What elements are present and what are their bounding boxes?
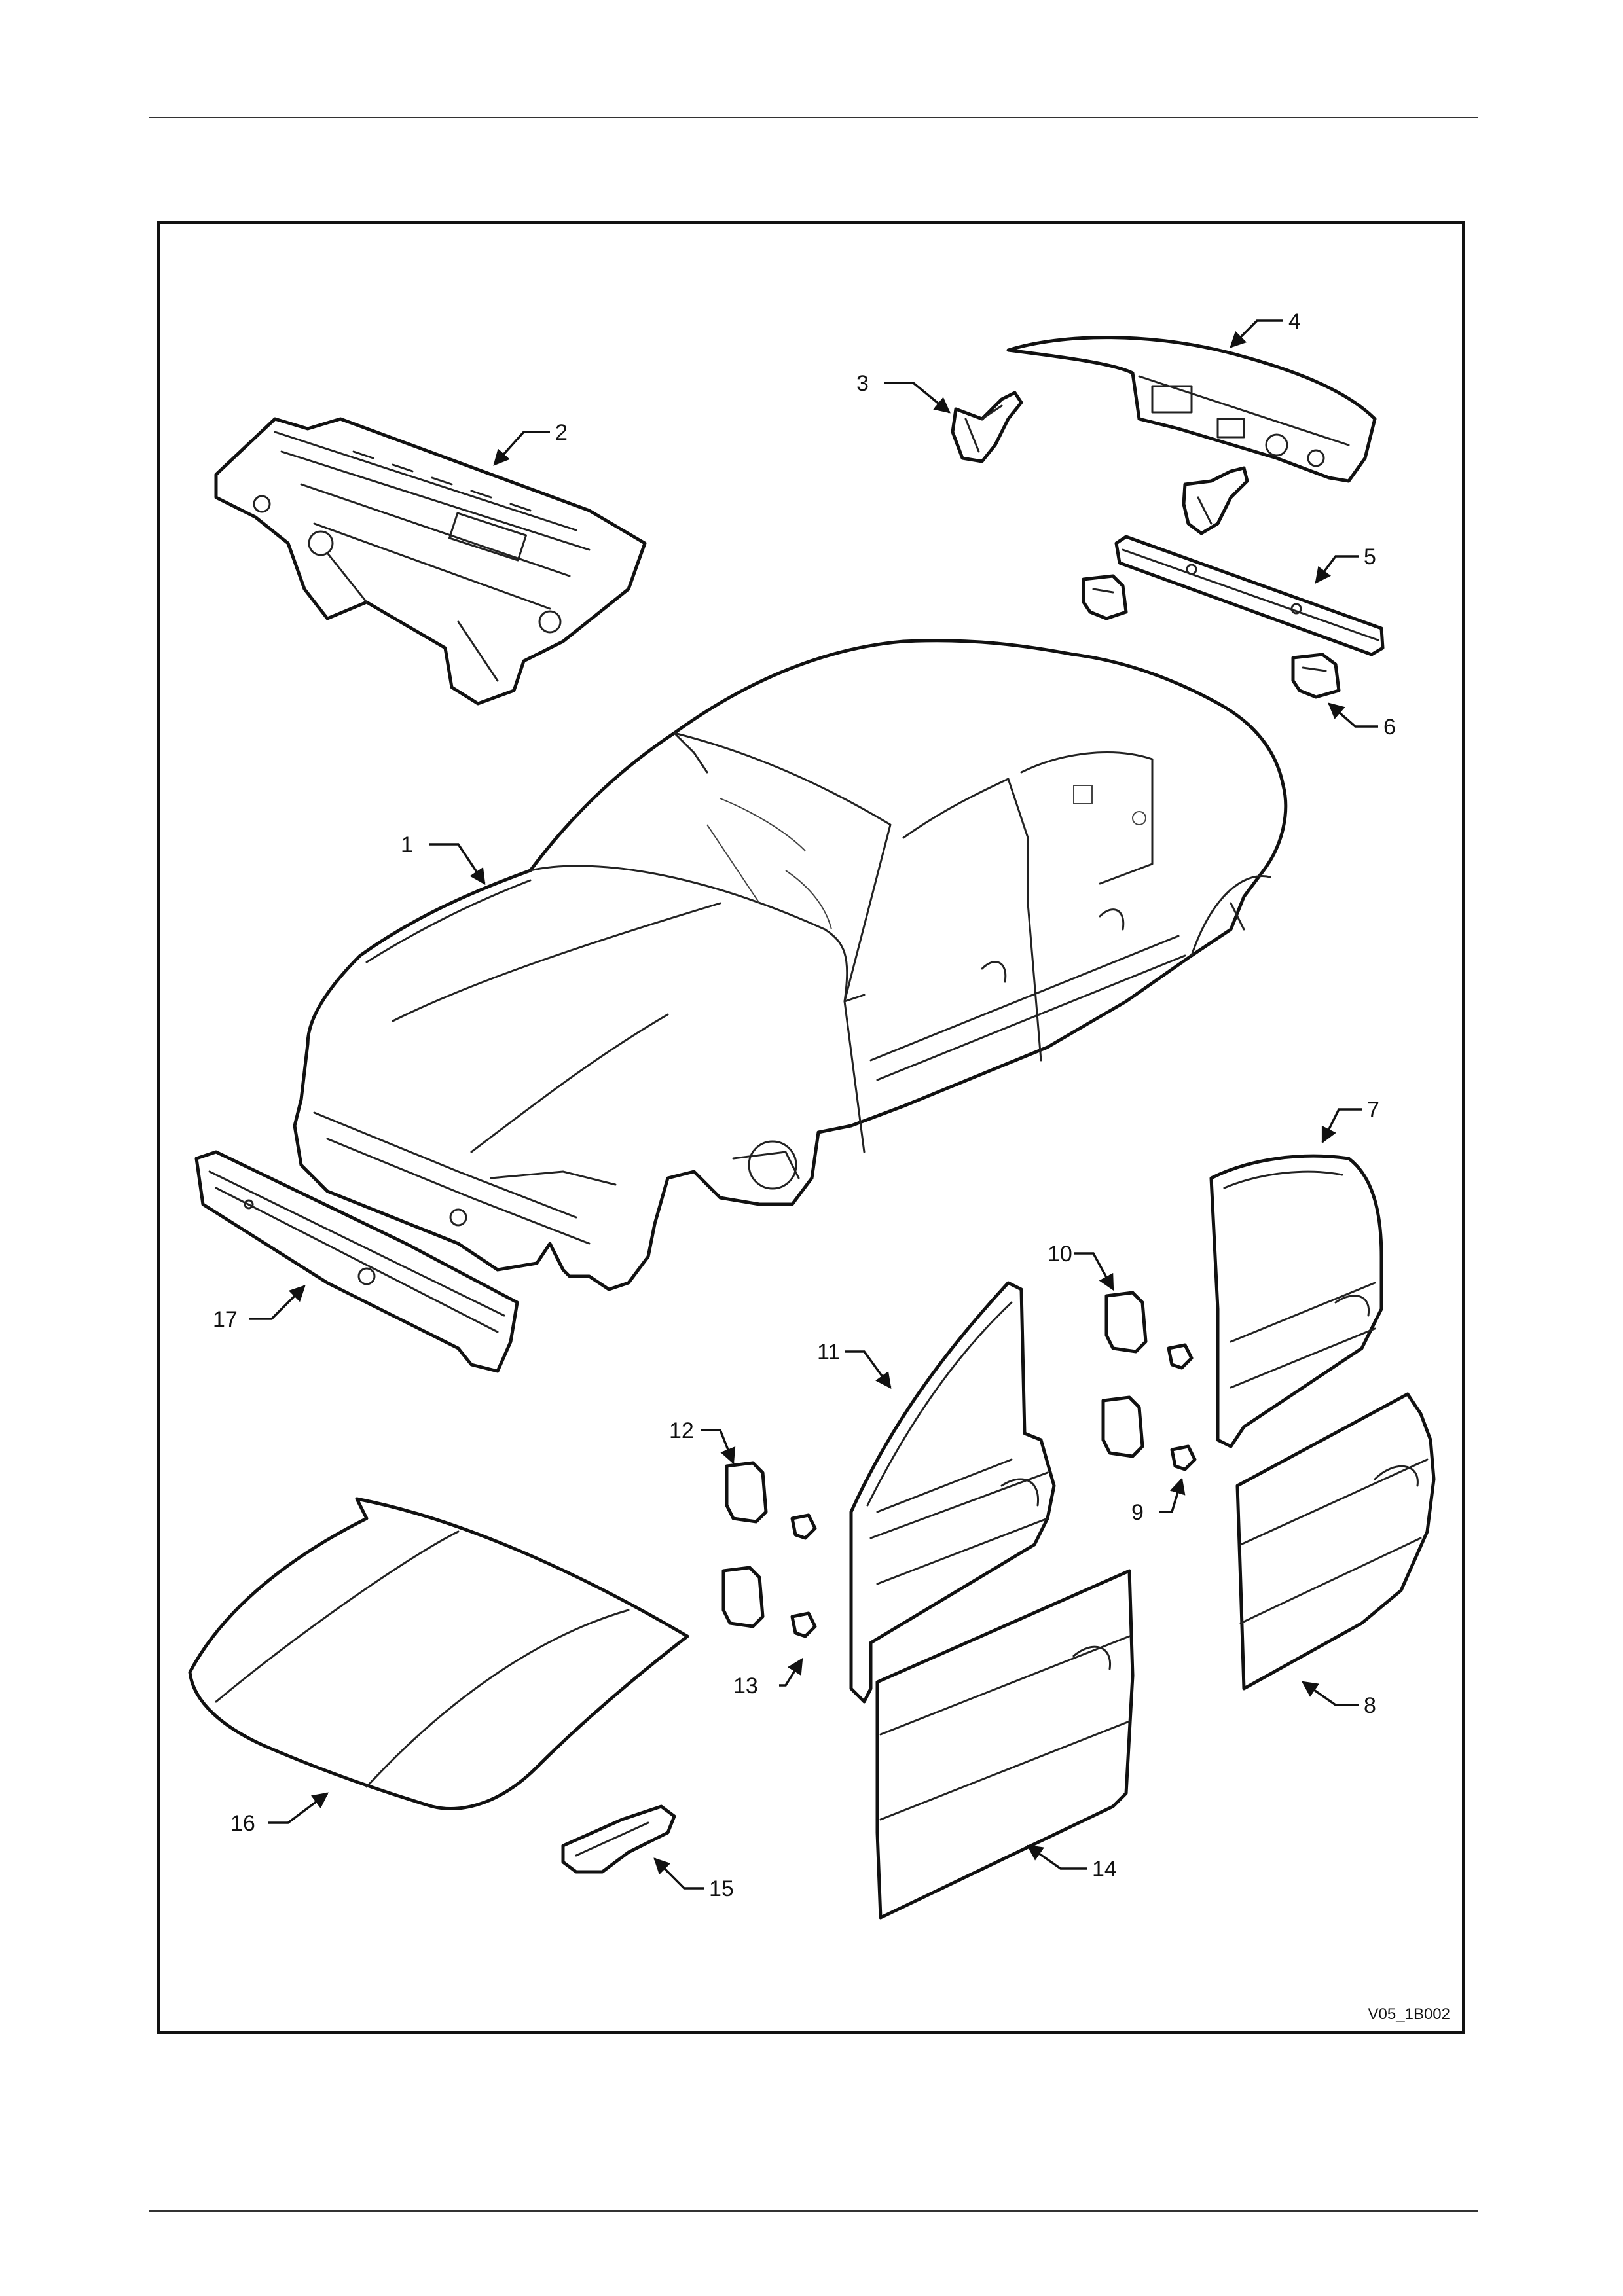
callout-6: 6 <box>1383 715 1396 740</box>
part-body-shell <box>295 641 1286 1289</box>
part-rear-door-lower-hinge <box>1103 1397 1195 1469</box>
part-bonnet <box>190 1499 687 1808</box>
part-rear-reinforcement <box>1116 537 1383 655</box>
callout-7: 7 <box>1367 1098 1379 1122</box>
callout-13: 13 <box>733 1674 758 1698</box>
callout-1: 1 <box>401 833 413 857</box>
part-boot-lid-hinge-lower <box>1184 468 1247 533</box>
part-rear-door-upper-hinge <box>1106 1293 1192 1368</box>
callout-3: 3 <box>856 371 869 396</box>
callout-11: 11 <box>817 1340 840 1365</box>
part-rear-bracket-left <box>1084 576 1126 619</box>
callout-5: 5 <box>1364 545 1376 569</box>
part-front-door-lower-hinge <box>723 1568 815 1636</box>
part-boot-lid <box>1008 338 1375 481</box>
callout-17: 17 <box>213 1307 238 1332</box>
callout-12: 12 <box>669 1418 694 1443</box>
part-boot-lid-hinge <box>953 393 1021 461</box>
part-rear-door-frame <box>1211 1156 1381 1446</box>
part-rear-door-skin <box>1237 1394 1434 1689</box>
callout-15: 15 <box>709 1876 734 1901</box>
callout-16: 16 <box>230 1811 255 1836</box>
part-front-door-upper-hinge <box>727 1463 815 1538</box>
callout-8: 8 <box>1364 1693 1376 1718</box>
callout-4: 4 <box>1288 309 1301 334</box>
callout-10: 10 <box>1048 1242 1072 1266</box>
callout-14: 14 <box>1092 1857 1117 1882</box>
figure-reference-code: V05_1B002 <box>1368 2005 1450 2023</box>
callout-9: 9 <box>1131 1500 1144 1525</box>
part-dash-panel <box>216 419 645 704</box>
part-rear-bracket-right <box>1293 655 1339 697</box>
callout-2: 2 <box>555 420 568 445</box>
